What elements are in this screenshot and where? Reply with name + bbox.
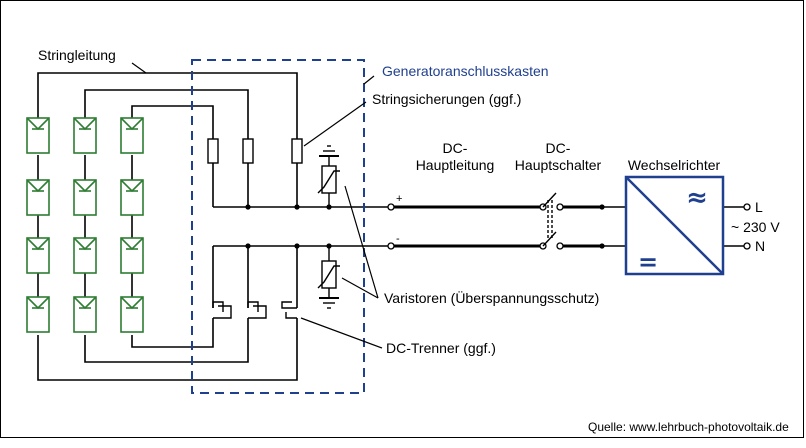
ac-symbol: ≈	[686, 183, 708, 213]
dc-main-switch-icon	[542, 192, 557, 247]
pv-module-icon	[26, 296, 50, 333]
label-dc-hauptleitung-1: DC-	[443, 140, 468, 156]
pv-module-icon	[73, 179, 97, 216]
dc-symbol: =	[638, 248, 658, 276]
label-wechselrichter: Wechselrichter	[628, 157, 721, 173]
label-dc-hauptleitung-2: Hauptleitung	[416, 157, 495, 173]
label-n: N	[755, 238, 765, 254]
label-dc-trenner: DC-Trenner (ggf.)	[386, 340, 496, 356]
pv-module-icon	[26, 117, 50, 154]
generator-junction-box	[191, 59, 365, 394]
pv-module-icon	[120, 237, 144, 274]
label-generatoranschlusskasten: Generatoranschlusskasten	[382, 63, 549, 79]
dc-main-line	[394, 205, 602, 248]
label-stringleitung: Stringleitung	[38, 47, 116, 63]
pv-module-icon	[73, 237, 97, 274]
pv-module-icon	[120, 296, 144, 333]
label-dc-hauptschalter-1: DC-	[546, 140, 571, 156]
label-stringsicherungen: Stringsicherungen (ggf.)	[372, 91, 521, 107]
pv-modules	[26, 117, 144, 333]
pv-module-icon	[26, 237, 50, 274]
label-varistoren: Varistoren (Überspannungsschutz)	[384, 289, 599, 306]
label-dc-hauptschalter-2: Hauptschalter	[515, 157, 602, 173]
pv-module-icon	[26, 179, 50, 216]
feed-junctions	[599, 204, 605, 249]
pv-module-icon	[73, 117, 97, 154]
inverter-feed	[602, 206, 744, 247]
label-l: L	[755, 199, 763, 215]
callout-lines	[131, 62, 383, 349]
label-minus: -	[396, 233, 400, 245]
dc-disconnector-icons	[212, 301, 297, 319]
label-voltage: ~ 230 V	[731, 219, 780, 235]
string-fuse-icons	[207, 138, 303, 164]
varistor-icons	[317, 145, 340, 309]
inverter-icon	[624, 175, 725, 276]
string-wiring	[37, 72, 298, 381]
busbar-junctions	[245, 204, 332, 249]
busbars	[213, 206, 388, 247]
source-note: Quelle: www.lehrbuch-photovoltaik.de	[588, 420, 789, 434]
pv-module-icon	[73, 296, 97, 333]
pv-module-icon	[120, 117, 144, 154]
label-plus: +	[396, 193, 402, 205]
pv-module-icon	[120, 179, 144, 216]
